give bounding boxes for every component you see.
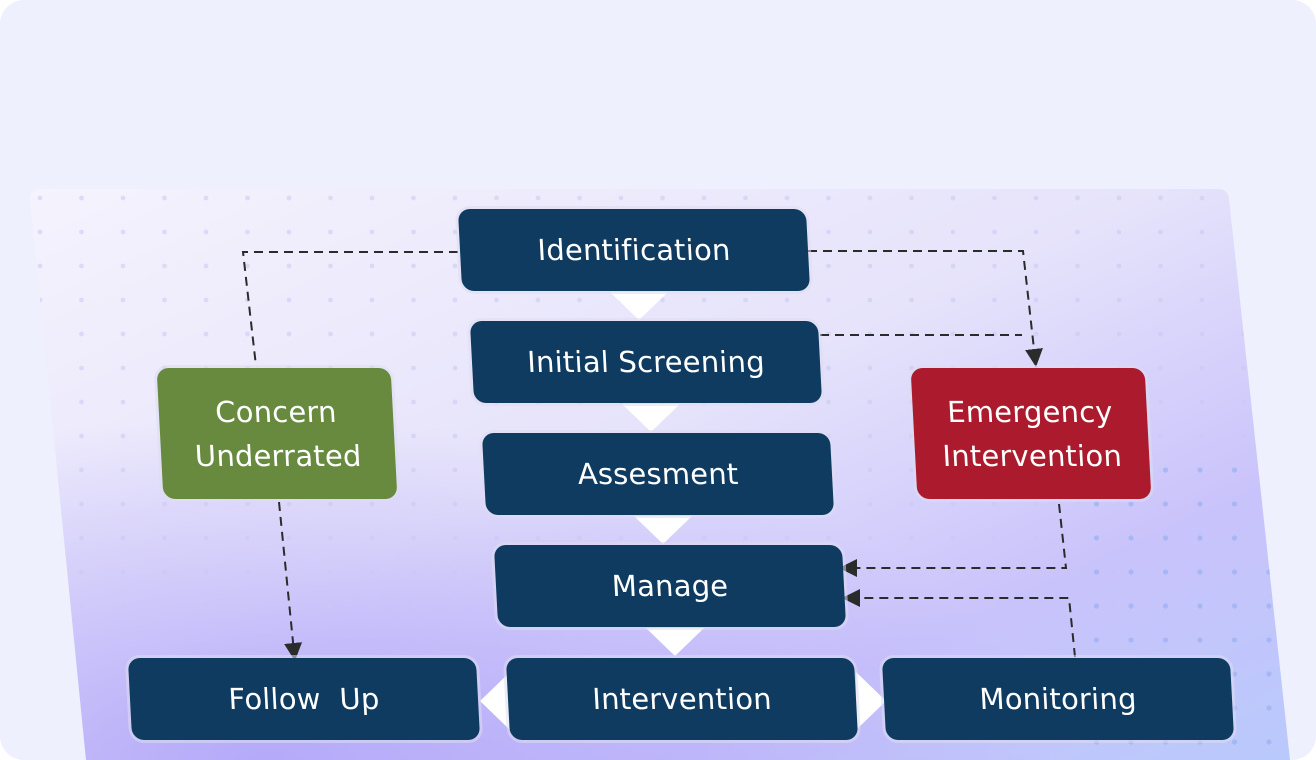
node-monitoring-label: Monitoring: [978, 682, 1138, 716]
node-emergency-intervention-line2: Intervention: [941, 438, 1123, 473]
node-manage[interactable]: Manage: [493, 545, 847, 627]
node-intervention-label: Intervention: [591, 682, 773, 716]
node-manage-label: Manage: [610, 569, 730, 603]
node-follow-up-label: Follow Up: [227, 682, 381, 716]
node-assessment[interactable]: Assesment: [481, 433, 835, 515]
flow-arrow-intervention-monitoring: [856, 672, 886, 730]
node-initial-screening[interactable]: Initial Screening: [469, 321, 823, 403]
connector-identification-emergency: [808, 250, 1043, 367]
node-emergency-intervention-line1: Emergency: [946, 394, 1114, 429]
node-intervention[interactable]: Intervention: [505, 658, 859, 740]
connector-identification-concern: [241, 251, 458, 367]
flow-arrow-intervention-followup: [480, 672, 510, 730]
node-concern-underrated-line2: Underrated: [193, 438, 363, 473]
node-follow-up[interactable]: Follow Up: [127, 658, 481, 740]
node-emergency-intervention[interactable]: Emergency Intervention: [910, 368, 1152, 499]
flow-arrow-manage-intervention: [646, 628, 704, 656]
node-concern-underrated[interactable]: Concern Underrated: [156, 368, 398, 499]
node-initial-screening-label: Initial Screening: [526, 345, 766, 379]
node-identification[interactable]: Identification: [457, 209, 811, 291]
connector-concern-followup: [278, 501, 303, 661]
connector-emergency-manage: [839, 503, 1068, 577]
flow-arrow-screening-assessment: [622, 404, 680, 432]
connector-monitoring-manage: [842, 589, 1076, 658]
node-concern-underrated-line1: Concern: [214, 394, 338, 429]
flow-arrow-identification-screening: [610, 292, 668, 320]
flow-arrow-assessment-manage: [634, 516, 692, 544]
node-assessment-label: Assesment: [576, 457, 740, 491]
node-monitoring[interactable]: Monitoring: [881, 658, 1235, 740]
node-identification-label: Identification: [536, 233, 732, 267]
